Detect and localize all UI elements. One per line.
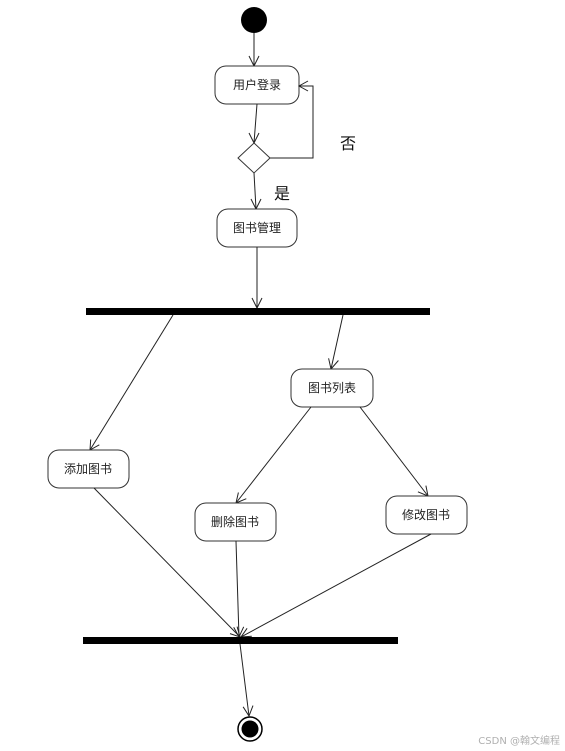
flow-book-management-to-fork (251, 247, 263, 310)
flow-decision-loop-no (270, 80, 314, 159)
flow-start-to-login (248, 33, 260, 68)
activity-book-list: 图书列表 (290, 368, 374, 408)
activity-edit-book: 修改图书 (385, 495, 468, 535)
activity-login-label: 用户登录 (233, 77, 281, 92)
flow-login-to-decision (248, 103, 260, 145)
activity-add-book-label: 添加图书 (64, 462, 112, 476)
flow-fork-to-book-list (328, 314, 344, 371)
flow-delete-book-to-join (233, 540, 245, 639)
watermark-text: CSDN @翰文编程 (478, 734, 560, 747)
activity-login: 用户登录 (214, 65, 300, 105)
guard-no-label: 否 (340, 134, 356, 153)
activity-book-list-label: 图书列表 (308, 381, 356, 395)
activity-edit-book-label: 修改图书 (402, 507, 450, 522)
flow-decision-to-book-management (250, 172, 262, 211)
activity-book-management-label: 图书管理 (233, 220, 281, 235)
activity-book-management: 图书管理 (216, 208, 298, 248)
flow-fork-to-add-book (89, 314, 174, 451)
flow-book-list-to-edit-book (359, 406, 429, 497)
flow-join-to-final (239, 643, 254, 718)
guard-yes-label: 是 (274, 184, 290, 203)
activity-delete-book: 删除图书 (194, 502, 277, 542)
activity-delete-book-label: 删除图书 (211, 514, 259, 529)
activity-add-book: 添加图书 (47, 449, 130, 489)
decision-node (237, 142, 271, 174)
fork-bar (86, 308, 430, 315)
flow-edit-book-to-join (239, 533, 432, 638)
final-node (237, 716, 263, 742)
flow-book-list-to-delete-book (235, 406, 312, 504)
join-bar (83, 637, 398, 644)
initial-node (241, 7, 267, 33)
